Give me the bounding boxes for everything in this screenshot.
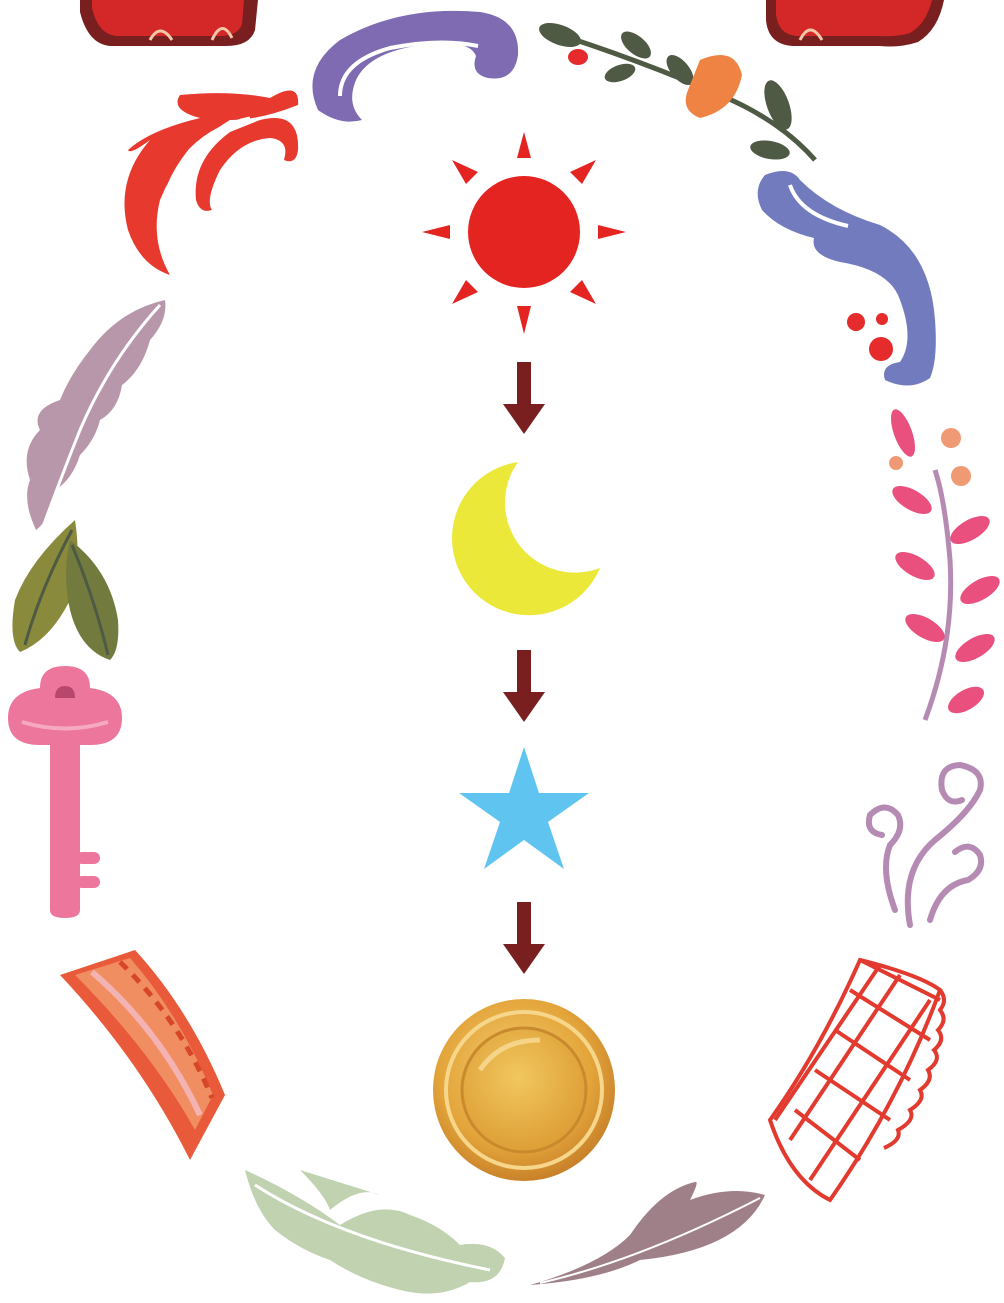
coin-icon [433, 999, 615, 1181]
swirl-icon [869, 765, 981, 925]
flower-branch-icon [536, 18, 815, 162]
red-seal-icon [80, 0, 258, 46]
red-flourish-icon [124, 90, 298, 275]
moon-icon [452, 462, 600, 615]
olive-leaves-icon [12, 520, 118, 660]
sun-icon [422, 132, 626, 334]
flow-arrow [503, 902, 545, 974]
pink-sprig-icon [886, 406, 1004, 720]
key-icon [8, 666, 122, 918]
ribbon-icon [60, 950, 225, 1160]
flow-arrow [503, 362, 545, 434]
star-icon [459, 747, 589, 869]
red-seal-icon [766, 0, 944, 47]
sage-leaf-icon [245, 1170, 505, 1294]
blue-flourish-icon [758, 171, 936, 386]
flow-arrow [503, 650, 545, 722]
mauve-leaf-icon [530, 1182, 765, 1285]
purple-scroll-icon [312, 11, 518, 122]
lace-icon [770, 960, 944, 1200]
feather-icon [27, 300, 166, 535]
